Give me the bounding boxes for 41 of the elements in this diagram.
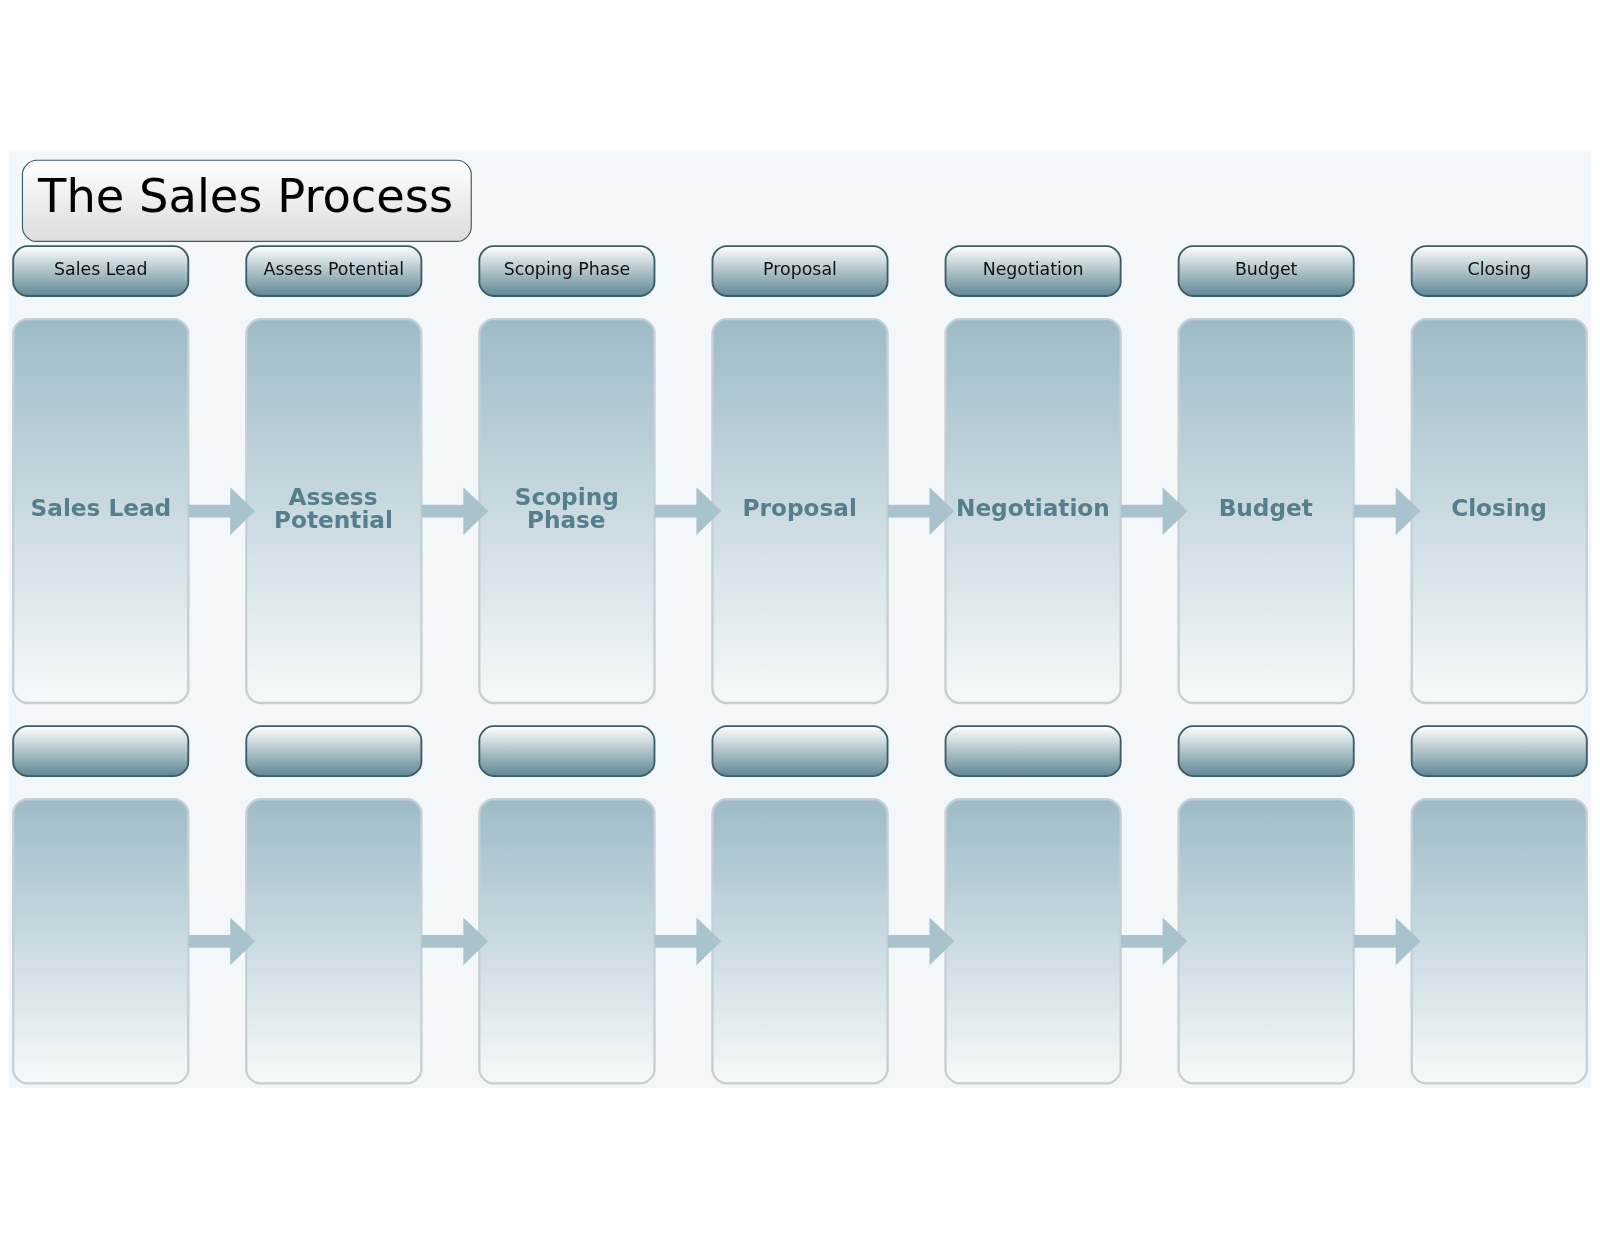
node-box: Assess Potential [245,317,423,704]
node-box: Proposal [711,244,889,297]
node-box [245,797,423,1084]
arrow [1120,916,1188,965]
arrow [887,916,955,965]
node-box: Negotiation [944,244,1122,297]
node-bar [1177,724,1355,777]
node-box [12,797,190,1084]
node-box [1410,797,1588,1084]
node-box: Sales Lead [12,244,190,297]
arrow [1120,486,1188,535]
diagram-title: The Sales Process [38,168,454,223]
arrow [887,486,955,535]
arrow [188,916,256,965]
node-bar [1410,724,1588,777]
node-box [1177,797,1355,1084]
arrow [188,486,256,535]
arrow [1354,916,1421,965]
node-box: Budget [1177,244,1355,297]
node-bar [711,724,889,777]
node-box: Closing [1410,317,1588,704]
arrow [421,486,489,535]
node-bar [245,724,423,777]
node-bar [12,724,190,777]
node-box: Sales Lead [12,317,190,704]
node-bar [478,724,656,777]
arrow [654,916,722,965]
node-box: Closing [1410,244,1588,297]
node-box: Scoping Phase [478,317,656,704]
arrow [421,916,489,965]
node-box: Assess Potential [245,244,423,297]
node-box: Proposal [711,317,889,704]
node-box: Negotiation [944,317,1122,704]
node-box: Scoping Phase [478,244,656,297]
node-bar [944,724,1122,777]
arrow [1354,486,1421,535]
node-box [478,797,656,1084]
node-box: Budget [1177,317,1355,704]
node-box [711,797,889,1084]
node-box [944,797,1122,1084]
arrow [654,486,722,535]
